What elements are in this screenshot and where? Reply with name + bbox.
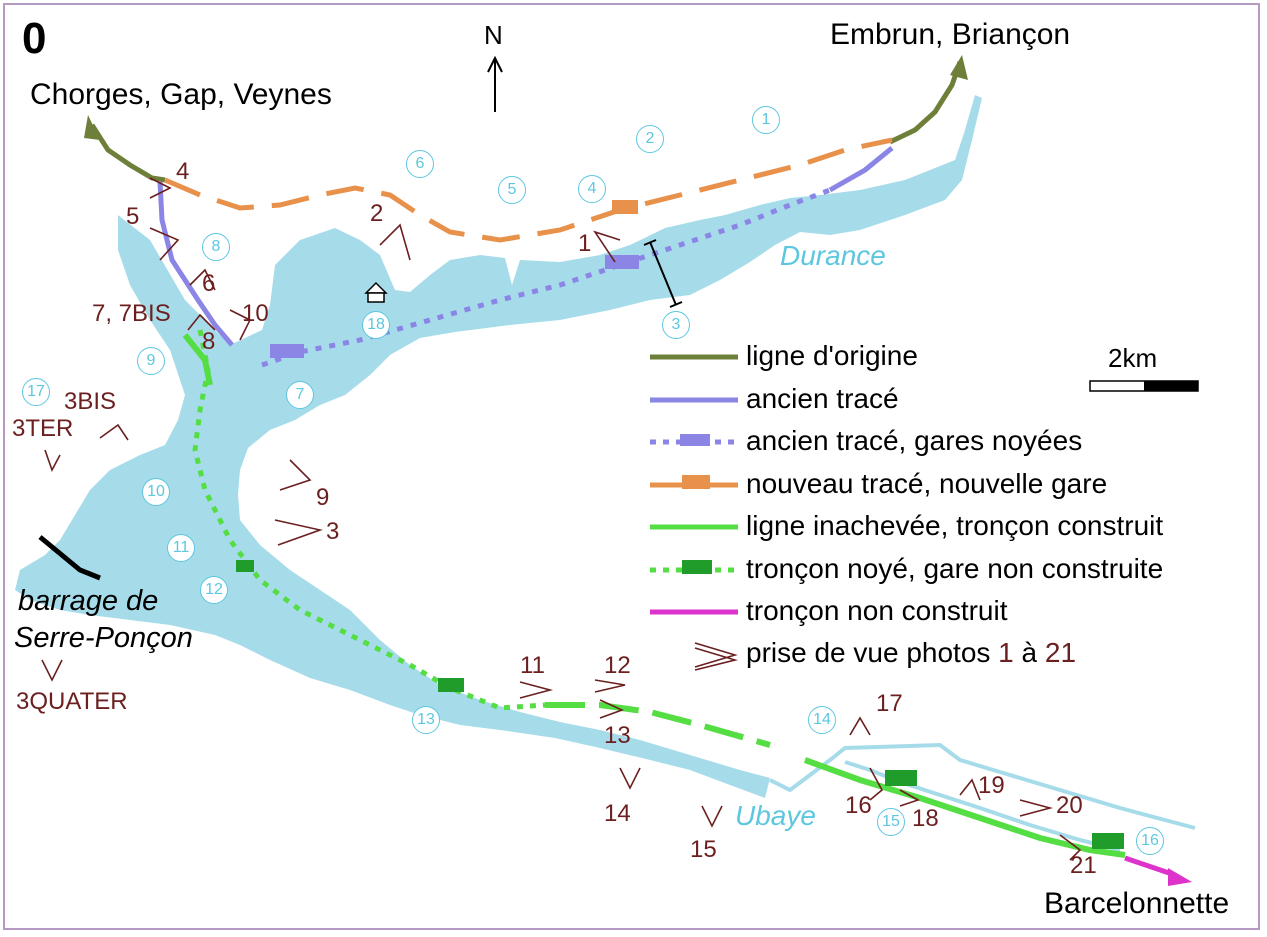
scale-label: 2km bbox=[1108, 343, 1158, 373]
drowned-station-2 bbox=[605, 255, 639, 269]
photo-label: 14 bbox=[604, 800, 631, 827]
photo-label: 10 bbox=[242, 300, 269, 327]
unfinished-built-east bbox=[803, 757, 1126, 858]
green-station-4 bbox=[1092, 833, 1124, 849]
photo-label: 3TER bbox=[12, 415, 74, 442]
circled-number: 1 bbox=[752, 106, 780, 134]
photo-label: 4 bbox=[176, 158, 190, 185]
circled-number: 5 bbox=[498, 176, 526, 204]
bridge-icon bbox=[649, 241, 677, 306]
old-route-west bbox=[157, 181, 234, 347]
circled-number: 8 bbox=[202, 233, 230, 261]
legend-item-7-from: 1 bbox=[998, 637, 1014, 668]
dam-label-line2: Serre-Ponçon bbox=[14, 622, 193, 654]
north-label: N bbox=[484, 20, 503, 50]
circled-number: 17 bbox=[22, 378, 50, 406]
legend-item-7-connector: à bbox=[1021, 637, 1038, 668]
green-station-1 bbox=[236, 560, 254, 572]
legend-item-5: tronçon noyé, gare non construite bbox=[746, 553, 1164, 584]
green-station-2 bbox=[438, 678, 464, 692]
circled-number: 13 bbox=[412, 706, 440, 734]
circled-number: 15 bbox=[877, 808, 905, 836]
dam-label-line1: barrage de bbox=[18, 585, 159, 617]
photo-label: 1 bbox=[578, 230, 592, 257]
photo-label: 5 bbox=[126, 203, 140, 230]
dam-icon bbox=[38, 535, 101, 581]
photo-label: 13 bbox=[604, 722, 631, 749]
legend-item-6: tronçon non construit bbox=[746, 595, 1008, 626]
river-ubaye: Ubaye bbox=[735, 800, 816, 831]
circled-number: 10 bbox=[142, 478, 170, 506]
arrow-barcelonnette-icon bbox=[1168, 868, 1192, 886]
photo-chevrons bbox=[41, 177, 1082, 861]
photo-label: 9 bbox=[316, 484, 330, 511]
circled-number: 12 bbox=[200, 576, 228, 604]
photo-label: 3BIS bbox=[64, 388, 117, 415]
legend-item-4: ligne inachevée, tronçon construit bbox=[746, 510, 1164, 541]
legend-item-1: ancien tracé bbox=[746, 383, 899, 414]
map-number: 0 bbox=[22, 14, 47, 63]
old-route-east bbox=[828, 146, 894, 193]
photo-label: 7, 7BIS bbox=[92, 300, 171, 327]
circled-number: 18 bbox=[362, 311, 390, 339]
photo-label: 6 bbox=[202, 270, 216, 297]
photo-label: 16 bbox=[845, 792, 872, 819]
photo-label: 21 bbox=[1070, 852, 1097, 879]
green-station-3 bbox=[885, 770, 917, 786]
photo-label: 11 bbox=[520, 652, 545, 679]
photo-label: 15 bbox=[690, 836, 717, 863]
ubaye-river bbox=[769, 742, 1196, 830]
arrow-east-icon bbox=[950, 55, 968, 80]
lake-serre-poncon bbox=[15, 95, 982, 798]
photo-label: 18 bbox=[912, 805, 939, 832]
place-northwest: Chorges, Gap, Veynes bbox=[30, 78, 332, 111]
unbuilt-segment bbox=[1124, 855, 1176, 878]
legend-item-7: prise de vue photos 1 à 21 bbox=[746, 637, 1076, 669]
original-line-east bbox=[888, 61, 963, 145]
place-southeast: Barcelonnette bbox=[1044, 887, 1230, 920]
arrow-west-icon bbox=[84, 115, 100, 140]
drowned-station-1 bbox=[270, 344, 304, 358]
place-northeast: Embrun, Briançon bbox=[830, 18, 1071, 51]
photo-label: 19 bbox=[978, 772, 1005, 799]
legend-item-7-label: prise de vue photos bbox=[746, 637, 991, 668]
unfinished-built bbox=[545, 702, 771, 748]
ubaye-river-south bbox=[844, 760, 1121, 852]
photo-label: 3 bbox=[326, 518, 340, 545]
circled-number: 14 bbox=[808, 706, 836, 734]
legend-item-7-to: 21 bbox=[1044, 637, 1077, 668]
photo-label: 12 bbox=[604, 652, 631, 679]
photo-label: 2 bbox=[370, 200, 384, 227]
circled-number: 4 bbox=[578, 175, 606, 203]
new-station bbox=[612, 200, 638, 214]
green-curve-north bbox=[182, 333, 213, 386]
circled-number: 3 bbox=[662, 311, 690, 339]
circled-number: 16 bbox=[1136, 827, 1164, 855]
original-line-west bbox=[89, 123, 166, 183]
photo-label: 17 bbox=[876, 690, 903, 717]
photo-label: 20 bbox=[1056, 792, 1083, 819]
legend-item-3: nouveau tracé, nouvelle gare bbox=[746, 468, 1108, 499]
circled-number: 7 bbox=[286, 381, 314, 409]
map-frame bbox=[3, 3, 1260, 930]
legend-item-0: ligne d'origine bbox=[746, 340, 918, 371]
church-icon bbox=[364, 281, 388, 303]
legend-item-2: ancien tracé, gares noyées bbox=[746, 425, 1083, 456]
new-route bbox=[164, 137, 893, 243]
photo-label: 3QUATER bbox=[16, 688, 128, 715]
circled-number: 11 bbox=[167, 534, 195, 562]
river-durance: Durance bbox=[780, 240, 886, 271]
unfinished-drowned bbox=[192, 329, 546, 711]
circled-number: 6 bbox=[406, 150, 434, 178]
photo-label: 8 bbox=[202, 328, 216, 355]
old-route-drowned bbox=[261, 187, 831, 368]
legend-symbols bbox=[650, 354, 738, 668]
scale-bar bbox=[1089, 380, 1199, 392]
circled-number: 2 bbox=[636, 125, 664, 153]
circled-number: 9 bbox=[137, 347, 165, 375]
